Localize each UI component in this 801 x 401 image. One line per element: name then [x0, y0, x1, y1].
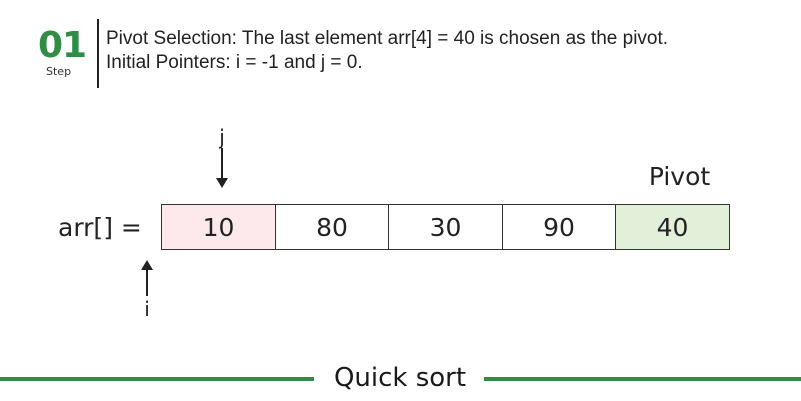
step-description-line-1: Pivot Selection: The last element arr[4]…	[106, 28, 669, 49]
step-word: Step	[46, 65, 72, 78]
array-cell-pivot: 40	[615, 204, 730, 250]
array-cell-value: 40	[656, 212, 689, 242]
footer-line-left	[0, 377, 314, 381]
array-row: 10 80 30 90 40	[161, 204, 730, 250]
pointer-i-label: i	[144, 297, 150, 321]
pivot-label: Pivot	[648, 162, 711, 191]
footer-line-right	[484, 377, 801, 381]
array-cell: 80	[274, 204, 390, 250]
down-arrow-icon	[216, 148, 228, 188]
header-divider	[97, 19, 99, 88]
array-cell-value: 80	[316, 212, 348, 242]
step-number: 01	[38, 25, 87, 66]
array-cell-value: 90	[543, 212, 575, 242]
array-cell-value: 10	[202, 212, 235, 242]
step-description-line-2: Initial Pointers: i = -1 and j = 0.	[106, 52, 363, 73]
array-cell: 30	[388, 204, 503, 250]
array-cell: 90	[501, 204, 617, 250]
pointer-j-label: j	[219, 125, 225, 149]
array-label: arr[] =	[58, 213, 142, 242]
up-arrow-icon	[141, 260, 153, 296]
array-cell: 10	[161, 204, 276, 250]
footer-title: Quick sort	[333, 363, 467, 393]
array-cell-value: 30	[429, 212, 462, 242]
